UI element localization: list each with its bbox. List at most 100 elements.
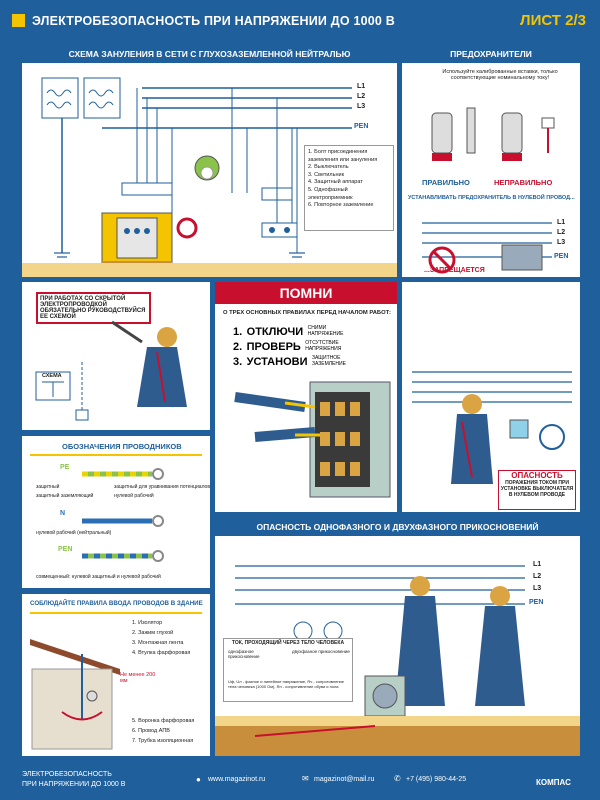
- fuses-title: ПРЕДОХРАНИТЕЛИ: [402, 45, 580, 63]
- conductor-label: защитный: [36, 484, 60, 490]
- entry-divider: [30, 612, 202, 614]
- line-l3-label: L3: [357, 103, 366, 110]
- fuses-neutral-diagram: [422, 222, 552, 274]
- scheme-panel: СХЕМА ЗАНУЛЕНИЯ В СЕТИ С ГЛУХОЗАЗЕМЛЕННО…: [22, 45, 397, 277]
- rule-verb: УСТАНОВИ: [246, 356, 308, 368]
- footer-email[interactable]: magazinot@mail.ru: [314, 776, 375, 783]
- remember-subtitle: О ТРЕХ ОСНОВНЫХ ПРАВИЛАХ ПЕРЕД НАЧАЛОМ Р…: [223, 310, 391, 316]
- rule-note: ЗАЩИТНОЕ ЗАЗЕМЛЕНИЕ: [311, 354, 346, 367]
- contact-title: ОПАСНОСТЬ ОДНОФАЗНОГО И ДВУХФАЗНОГО ПРИК…: [215, 518, 580, 536]
- entry-illustration: [30, 639, 120, 750]
- entry-part: 7. Трубка изоляционная: [132, 738, 194, 744]
- legend-item: 2. Выключатель: [308, 164, 349, 171]
- legend-item: 3. Светильник: [308, 171, 345, 178]
- danger-panel: ОПАСНОСТЬ ПОРАЖЕНИЯ ТОКОМ ПРИ УСТАНОВКЕ …: [402, 282, 580, 512]
- entry-part: 6. Провод АПВ: [132, 728, 170, 734]
- fuses-line-l3: L3: [557, 239, 566, 246]
- remember-title-bar: ПОМНИ: [215, 282, 397, 304]
- footer-org-line1: ЭЛЕКТРОБЕЗОПАСНОСТЬ: [22, 771, 112, 778]
- fuses-correct: ПРАВИЛЬНО: [422, 178, 470, 187]
- legend-item: 6. Повторное заземление: [308, 202, 374, 209]
- contact-line-l3: L3: [533, 585, 542, 592]
- contact-line-pen: PEN: [529, 599, 544, 606]
- rule-verb: ПРОВЕРЬ: [246, 341, 301, 353]
- conductor-pe-code: PE: [60, 464, 70, 471]
- header: ЭЛЕКТРОБЕЗОПАСНОСТЬ ПРИ НАПРЯЖЕНИИ ДО 10…: [0, 0, 600, 44]
- scheme-diagram: [22, 77, 397, 277]
- footer-phone[interactable]: +7 (495) 980-44-25: [406, 776, 467, 783]
- entry-part: 1. Изолятор: [132, 620, 163, 626]
- formula-col1: однофазное прикосновение: [228, 649, 260, 659]
- conductor-label: совмещенный: нулевой защитный и нулевой …: [36, 574, 161, 580]
- contact-illustration: [215, 565, 580, 756]
- danger-box: ОПАСНОСТЬ ПОРАЖЕНИЯ ТОКОМ ПРИ УСТАНОВКЕ …: [498, 470, 576, 510]
- hidden-wiring-panel: ПРИ РАБОТАХ СО СКРЫТОЙ ЭЛЕКТРОПРОВОДКОЙ …: [22, 282, 210, 430]
- remember-panel: ПОМНИ О ТРЕХ ОСНОВНЫХ ПРАВИЛАХ ПЕРЕД НАЧ…: [215, 282, 397, 512]
- entry-part: 3. Монтажная лента: [132, 640, 184, 646]
- scheme-title: СХЕМА ЗАНУЛЕНИЯ В СЕТИ С ГЛУХОЗАЗЕМЛЕННО…: [22, 45, 397, 63]
- phone-icon: ✆: [394, 774, 401, 783]
- danger-title: ОПАСНОСТЬ: [511, 471, 563, 480]
- formula-col2: двухфазное прикосновение: [292, 649, 350, 654]
- mail-icon: ✉: [302, 774, 309, 783]
- conductors-panel: ОБОЗНАЧЕНИЯ ПРОВОДНИКОВ PE защитный защи…: [22, 436, 210, 588]
- formula-note: Uф, Uл - фазное и линейное напряжение, R…: [228, 679, 344, 689]
- conductor-label: защитный для уравнивания потенциалов: [114, 484, 210, 490]
- fuses-neutral-title: УСТАНАВЛИВАТЬ ПРЕДОХРАНИТЕЛЬ В НУЛЕВОЙ П…: [408, 195, 575, 201]
- conductor-label: нулевой рабочий (нейтральный): [36, 530, 112, 536]
- footer-brand: КОМПАС: [536, 778, 571, 787]
- rule-2: 2. ПРОВЕРЬ ОТСУТСТВИЕ НАПРЯЖЕНИЯ: [233, 337, 393, 355]
- footer-org-line2: ПРИ НАПРЯЖЕНИИ ДО 1000 В: [22, 781, 126, 788]
- remember-illustration: [234, 381, 391, 498]
- scheme-legend: 1. Болт присоединения заземления или зан…: [304, 145, 394, 231]
- rule-number: 2.: [233, 341, 243, 353]
- page-title: ЭЛЕКТРОБЕЗОПАСНОСТЬ ПРИ НАПРЯЖЕНИИ ДО 10…: [32, 14, 395, 28]
- hidden-wiring-illustration: [35, 320, 187, 421]
- contact-line-l1: L1: [533, 561, 542, 568]
- rule-number: 1.: [233, 326, 243, 338]
- hidden-wiring-note: ПРИ РАБОТАХ СО СКРЫТОЙ ЭЛЕКТРОПРОВОДКОЙ …: [36, 292, 151, 324]
- danger-text: ПОРАЖЕНИЯ ТОКОМ ПРИ УСТАНОВКЕ ВЫКЛЮЧАТЕЛ…: [500, 480, 574, 498]
- legend-item: 5. Однофазный электроприемник: [308, 186, 353, 201]
- rule-number: 3.: [233, 356, 243, 368]
- footer-site[interactable]: www.magazinot.ru: [208, 776, 266, 783]
- fuses-forbidden: ...ЗАПРЕЩАЕТСЯ: [424, 267, 485, 274]
- entry-part: 4. Втулка фарфоровая: [132, 650, 191, 656]
- fuses-line-l1: L1: [557, 219, 566, 226]
- conductors-illustration: [82, 468, 164, 562]
- danger-illustration: [412, 371, 572, 484]
- fuses-note: Используйте калиброванные вставки, тольк…: [442, 69, 558, 81]
- contact-line-l2: L2: [533, 573, 542, 580]
- header-marker: [12, 14, 25, 27]
- fuses-incorrect: НЕПРАВИЛЬНО: [494, 178, 553, 187]
- conductors-title: ОБОЗНАЧЕНИЯ ПРОВОДНИКОВ: [62, 442, 182, 451]
- entry-part: 5. Воронка фарфоровая: [132, 718, 195, 724]
- formula-title: ТОК, ПРОХОДЯЩИЙ ЧЕРЕЗ ТЕЛО ЧЕЛОВЕКА: [231, 640, 345, 646]
- line-l1-label: L1: [357, 83, 366, 90]
- conductors-divider: [30, 454, 202, 456]
- formula-box: ТОК, ПРОХОДЯЩИЙ ЧЕРЕЗ ТЕЛО ЧЕЛОВЕКА одно…: [223, 638, 353, 702]
- conductor-pen-code: PEN: [58, 546, 73, 553]
- globe-icon: ●: [196, 775, 201, 784]
- rule-note: ОТСУТСТВИЕ НАПРЯЖЕНИЯ: [305, 339, 342, 352]
- entry-title: СОБЛЮДАЙТЕ ПРАВИЛА ВВОДА ПРОВОДОВ В ЗДАН…: [30, 600, 203, 607]
- contact-panel: ОПАСНОСТЬ ОДНОФАЗНОГО И ДВУХФАЗНОГО ПРИК…: [215, 518, 580, 756]
- scheme-label: СХЕМА: [42, 373, 62, 379]
- line-pen-label: PEN: [354, 123, 369, 130]
- legend-item: 1. Болт присоединения заземления или зан…: [308, 149, 378, 163]
- conductor-label: нулевой рабочий: [114, 493, 154, 499]
- remember-title: ПОМНИ: [279, 285, 333, 301]
- sheet-number: ЛИСТ 2/3: [520, 12, 586, 29]
- line-l2-label: L2: [357, 93, 366, 100]
- footer: ЭЛЕКТРОБЕЗОПАСНОСТЬ ПРИ НАПРЯЖЕНИИ ДО 10…: [0, 762, 600, 800]
- fuses-illustration: [431, 107, 555, 161]
- rule-verb: ОТКЛЮЧИ: [246, 326, 304, 338]
- rule-note: СНИМИ НАПРЯЖЕНИЕ: [307, 324, 344, 337]
- fuses-panel: ПРЕДОХРАНИТЕЛИ Используйте калиброванные…: [402, 45, 580, 277]
- entry-panel: СОБЛЮДАЙТЕ ПРАВИЛА ВВОДА ПРОВОДОВ В ЗДАН…: [22, 594, 210, 756]
- fuses-line-pen: PEN: [554, 253, 569, 260]
- entry-min-label: Не менее 200 мм: [120, 672, 156, 684]
- rule-3: 3. УСТАНОВИ ЗАЩИТНОЕ ЗАЗЕМЛЕНИЕ: [233, 352, 393, 370]
- legend-item: 4. Защитный аппарат: [308, 179, 363, 186]
- fuses-line-l2: L2: [557, 229, 566, 236]
